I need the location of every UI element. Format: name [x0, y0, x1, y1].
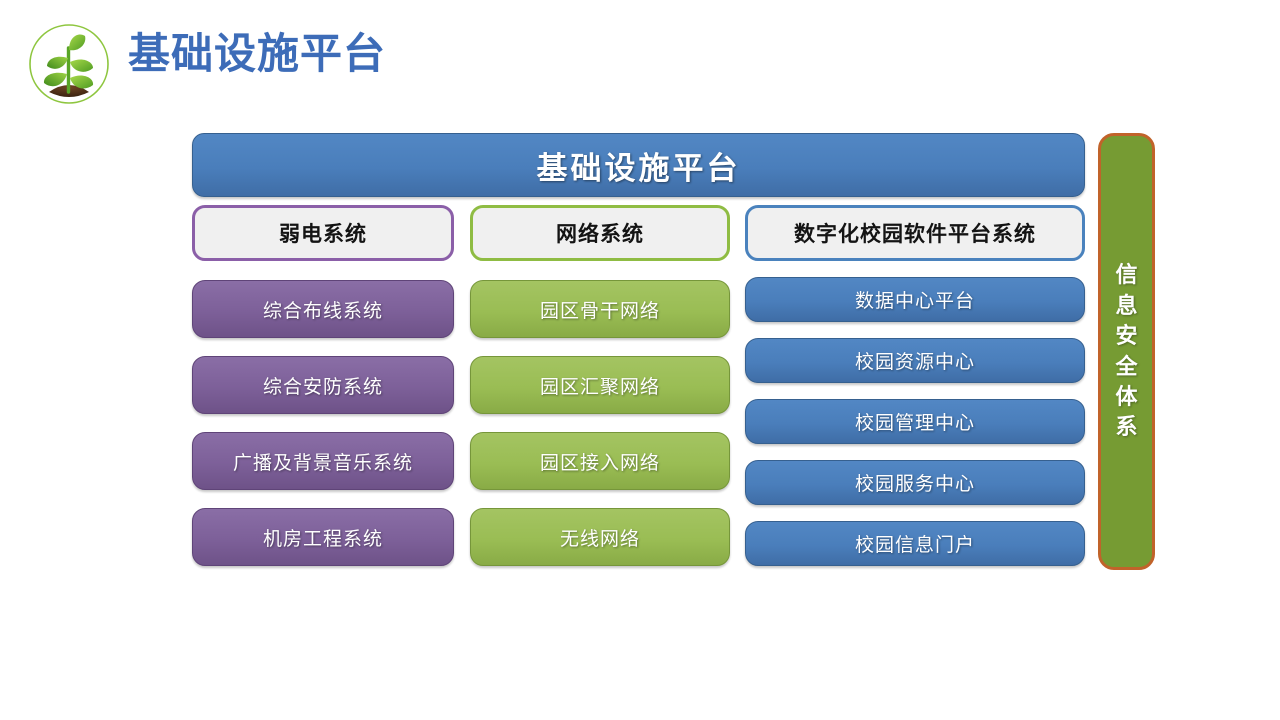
side-bar-label-char: 信: [1115, 262, 1138, 289]
side-bar-label-char: 全: [1115, 353, 1138, 380]
item-digital-campus-4[interactable]: 校园信息门户: [745, 521, 1085, 566]
side-bar-label-char: 体: [1115, 383, 1138, 410]
side-bar-label: 信息安全体系: [1115, 260, 1137, 442]
item-network-2[interactable]: 园区接入网络: [470, 432, 730, 490]
item-weak-current-0[interactable]: 综合布线系统: [192, 280, 454, 338]
column-header-digital-campus-software[interactable]: 数字化校园软件平台系统: [745, 205, 1085, 261]
item-network-3[interactable]: 无线网络: [470, 508, 730, 566]
column-header-network[interactable]: 网络系统: [470, 205, 730, 261]
item-network-1[interactable]: 园区汇聚网络: [470, 356, 730, 414]
item-digital-campus-2[interactable]: 校园管理中心: [745, 399, 1085, 444]
item-weak-current-3[interactable]: 机房工程系统: [192, 508, 454, 566]
item-digital-campus-3[interactable]: 校园服务中心: [745, 460, 1085, 505]
side-bar-label-char: 系: [1115, 414, 1138, 441]
side-bar-label-char: 安: [1115, 323, 1138, 350]
page-header: 基础设施平台: [0, 0, 1280, 110]
item-weak-current-1[interactable]: 综合安防系统: [192, 356, 454, 414]
item-network-0[interactable]: 园区骨干网络: [470, 280, 730, 338]
side-bar-label-char: 息: [1115, 292, 1138, 319]
item-digital-campus-0[interactable]: 数据中心平台: [745, 277, 1085, 322]
side-bar-information-security[interactable]: 信息安全体系: [1098, 133, 1155, 570]
seedling-sprout-logo-icon: [27, 22, 111, 106]
diagram-banner: 基础设施平台: [192, 133, 1085, 197]
item-digital-campus-1[interactable]: 校园资源中心: [745, 338, 1085, 383]
item-weak-current-2[interactable]: 广播及背景音乐系统: [192, 432, 454, 490]
page-title: 基础设施平台: [128, 29, 387, 78]
column-header-weak-current[interactable]: 弱电系统: [192, 205, 454, 261]
